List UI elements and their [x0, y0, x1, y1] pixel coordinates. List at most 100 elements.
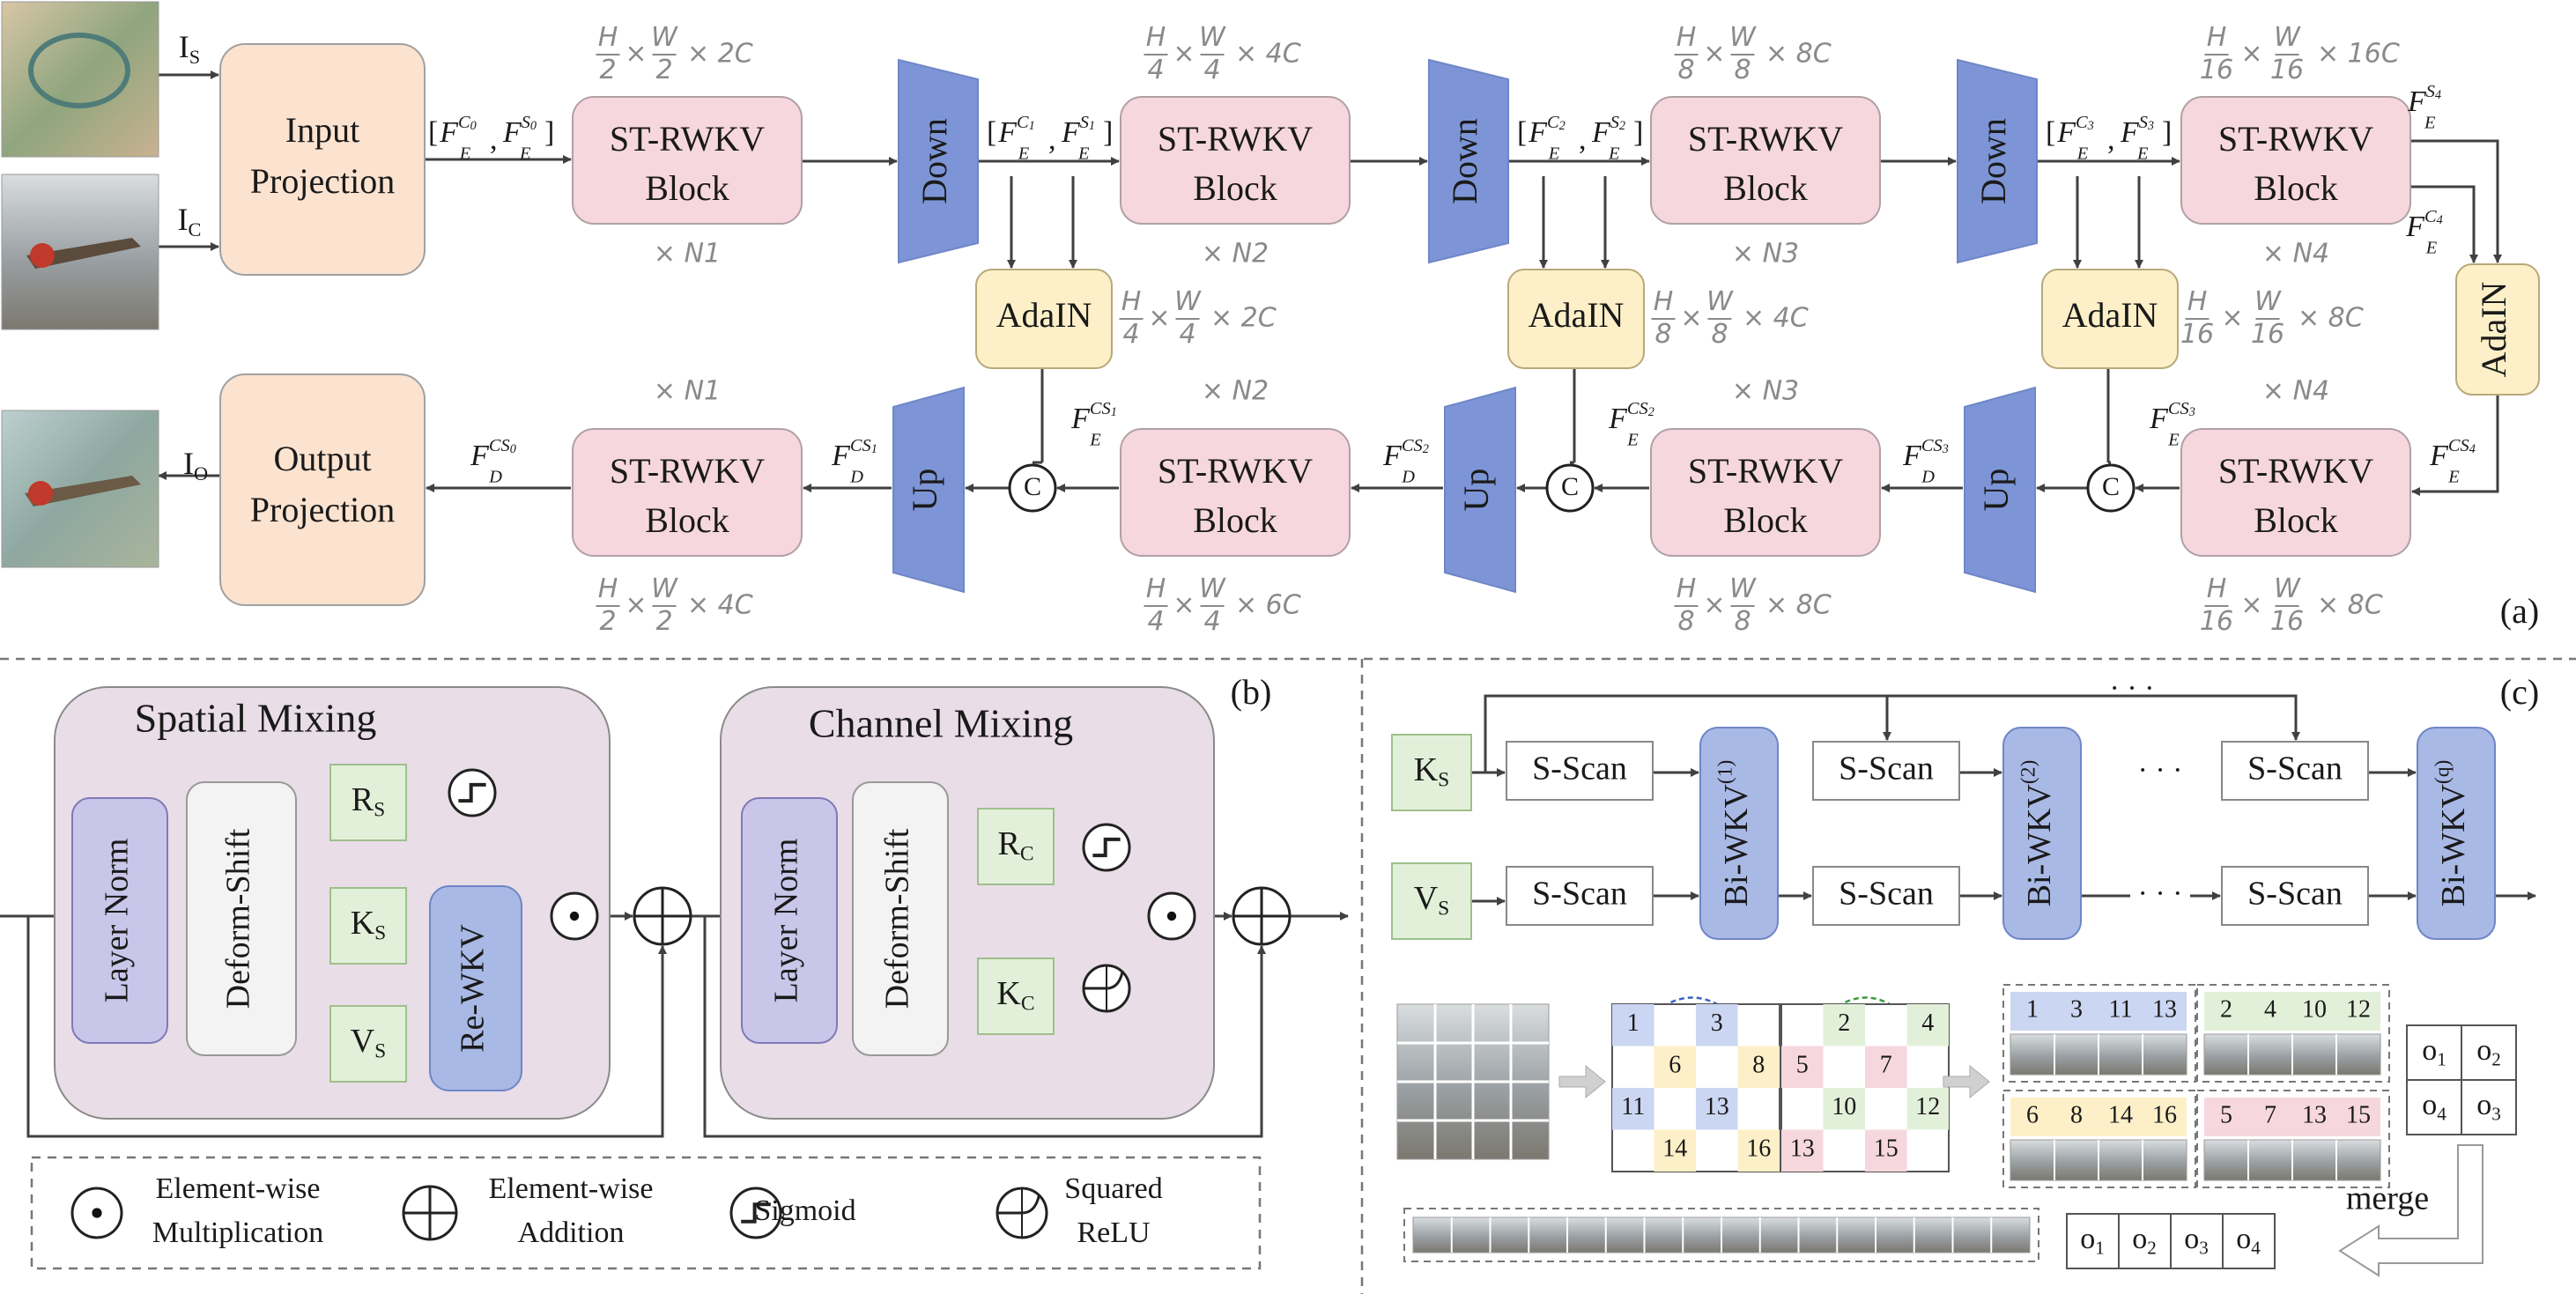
up-sampler-2-label: Up [1456, 469, 1496, 512]
adain-size-2-ch: × 4C [1743, 303, 1809, 334]
encoder-block-1 [572, 96, 803, 225]
merge-label: merge [2346, 1180, 2429, 1217]
scan-grid-green-pink-cell [1906, 1004, 1949, 1046]
decoder-block-4-label-1: ST-RWKV [2218, 451, 2373, 491]
channel-k-box [977, 958, 1055, 1035]
scan-grid-green-pink-cell [1865, 1046, 1907, 1088]
decoder-block-3 [1650, 428, 1881, 557]
group-green-cell [2292, 992, 2336, 1031]
decoder-size-3-h-den: 8 [1677, 606, 1694, 637]
style-image [1, 1, 159, 158]
input-content-label: IC [178, 202, 202, 240]
encoder-size-3-x1: × [1703, 39, 1725, 70]
encoder-size-4-w-num: W [2274, 22, 2301, 53]
encoder-block-3-label-1: ST-RWKV [1688, 119, 1843, 159]
channel-residual-arrow [703, 916, 1266, 1138]
spatial-layer-norm-box [71, 797, 168, 1044]
decoder-size-2-x1: × [1173, 590, 1195, 621]
encoder-size-1-ch: × 2C [687, 39, 753, 70]
decoder-size-3-w-num: W [1729, 573, 1757, 604]
spatial-sigmoid-step [458, 782, 486, 803]
concat-3 [2086, 463, 2136, 513]
channel-deform-shift-label: Deform-Shift [879, 828, 916, 1009]
feature-pair-2-rb: ] [1633, 116, 1643, 149]
group-blue-cell [2054, 992, 2099, 1031]
outputs-row-o-2: o2 [2132, 1223, 2157, 1259]
c-vs-box [1391, 862, 1472, 940]
decoder-size-2-w-num: W [1199, 573, 1226, 604]
group-pink-cell [2248, 1098, 2292, 1136]
adain-box-4 [2455, 263, 2540, 396]
concat-3-label: C [2102, 472, 2120, 501]
outputs-row-o-4: o4 [2236, 1223, 2261, 1259]
decoder-block-1-label-2: Block [645, 500, 729, 540]
encoder-size-4-h-den: 16 [2200, 55, 2233, 85]
bi-wkv-1 [1699, 727, 1779, 940]
channel-layer-norm-label: Layer Norm [768, 839, 805, 1003]
group-yellow-num: 14 [2108, 1101, 2133, 1128]
encoder-size-3-h-num: H [1677, 22, 1697, 53]
channel-mixing-title: Channel Mixing [809, 701, 1073, 746]
spatial-deform-shift-box [186, 781, 297, 1056]
group-green-num: 4 [2264, 995, 2276, 1023]
decoder-size-2-h-den: 4 [1147, 606, 1164, 637]
feature-pair-0-lb: [ [428, 116, 438, 149]
scan-grid-green-pink-num: 13 [1790, 1135, 1815, 1163]
c-ks-box [1391, 734, 1472, 811]
scan-grid-blue-yellow-cell [1612, 1088, 1654, 1130]
group-pink-num: 15 [2346, 1101, 2371, 1128]
legend-4-label-2: ReLU [1077, 1216, 1150, 1249]
feature-pair-1-comma: , [1048, 123, 1056, 156]
adain-size-1-h-num: H [1121, 286, 1142, 317]
decoder-size-4-h-num: H [2207, 573, 2227, 604]
decoder-size-1-ch: × 4C [687, 590, 753, 621]
re-wkv-label: Re-WKV [455, 924, 492, 1053]
down-sampler-3-label: Down [1973, 118, 2013, 204]
scan-grid-blue-yellow-num: 1 [1627, 1009, 1640, 1037]
legend-1-label-2: Multiplication [152, 1216, 324, 1249]
scan-grid-green-pink-cell [1906, 1088, 1949, 1130]
s-scan-v-1-label: S-Scan [1532, 876, 1627, 913]
group-yellow-num: 8 [2070, 1101, 2083, 1128]
input-style-label: IS [179, 29, 200, 68]
adain-size-3-x1: × [2221, 303, 2243, 334]
ks-skip-to-scan2 [1484, 694, 1891, 773]
scan-grid-green-pink-num: 7 [1880, 1052, 1892, 1079]
adain-box-3 [2041, 269, 2179, 369]
scan-grid-green-pink-cell [1781, 1046, 1824, 1088]
encoder-size-1-h-num: H [598, 22, 618, 53]
legend-box [30, 1156, 1262, 1270]
encoder-size-3-h-den: 8 [1677, 55, 1694, 85]
channel-mixing-panel [720, 686, 1215, 1120]
scan-grid-green-pink-num: 2 [1838, 1009, 1850, 1037]
s-scan-k-3-label: S-Scan [2247, 751, 2343, 787]
decoder-block-3-count: × N3 [1732, 376, 1799, 407]
encoder-size-4-w-den: 16 [2270, 55, 2304, 85]
decoder-size-3-w-den: 8 [1734, 606, 1751, 637]
legend-plus-circle-icon-cross [403, 1187, 456, 1239]
spatial-v-box [329, 1005, 407, 1083]
group-green-cell [2204, 992, 2248, 1031]
s-scan-v-2-label: S-Scan [1839, 876, 1934, 913]
output-plane-shape [25, 476, 141, 507]
group-green-num: 2 [2220, 995, 2232, 1023]
group-yellow-num: 6 [2026, 1101, 2039, 1128]
ks-skip-to-scan3 [1887, 694, 2300, 741]
scan-grid-blue-yellow-cell [1737, 1046, 1780, 1088]
encoder-size-3-w-den: 8 [1734, 55, 1751, 85]
outputs-grid-o-1: o1 [2422, 1034, 2446, 1070]
block4-style-to-adain-arrow [2410, 185, 2476, 218]
bi-wkv-2-label: Bi-WKV(2) [2017, 760, 2058, 907]
decoder-size-3-x1: × [1703, 590, 1725, 621]
spatial-k-box [329, 887, 407, 965]
adain-size-3-h-num: H [2187, 286, 2208, 317]
output-projection-label-2: Projection [250, 490, 395, 529]
adain-box-2 [1507, 269, 1645, 369]
